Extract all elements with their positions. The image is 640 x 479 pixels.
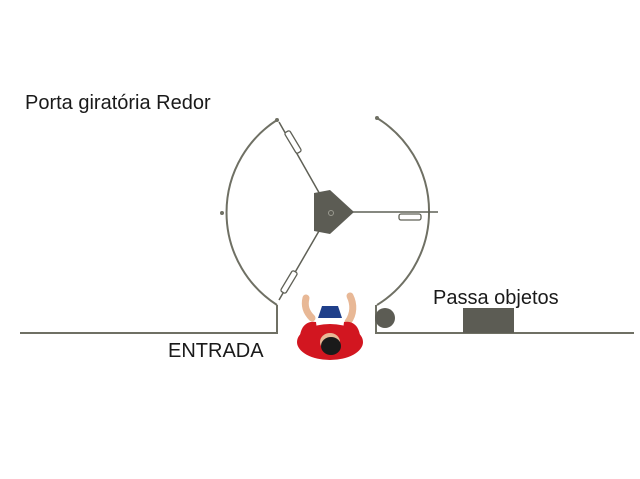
hub-triangle xyxy=(314,190,354,234)
floor-line-left xyxy=(20,305,278,334)
enclosure-arc-left xyxy=(225,119,278,306)
hinge-dot xyxy=(275,118,279,122)
pass-through-box xyxy=(463,308,514,333)
diagram-title: Porta giratória Redor xyxy=(25,92,211,114)
handle-icon xyxy=(398,213,422,221)
person-arm-left xyxy=(301,294,316,322)
entrance-label: ENTRADA xyxy=(168,340,264,362)
door-wings xyxy=(278,121,438,301)
door-hub xyxy=(314,190,354,234)
door-handles xyxy=(280,130,422,294)
handle-icon xyxy=(284,130,302,154)
hinge-dot xyxy=(375,116,379,120)
hub-axis xyxy=(328,210,334,216)
hinge-dot xyxy=(220,211,224,215)
person-top-view-icon xyxy=(297,292,363,360)
person-legs xyxy=(318,306,342,318)
door-stop xyxy=(375,308,395,328)
person-sleeve-right xyxy=(342,321,361,345)
person-arm-right xyxy=(344,292,357,326)
enclosure-left xyxy=(220,118,279,306)
person-hair xyxy=(321,337,341,355)
person-sleeve-left xyxy=(299,321,318,345)
enclosure-right xyxy=(375,116,431,306)
pass-through-label: Passa objetos xyxy=(433,287,559,309)
handle-icon xyxy=(280,270,298,294)
